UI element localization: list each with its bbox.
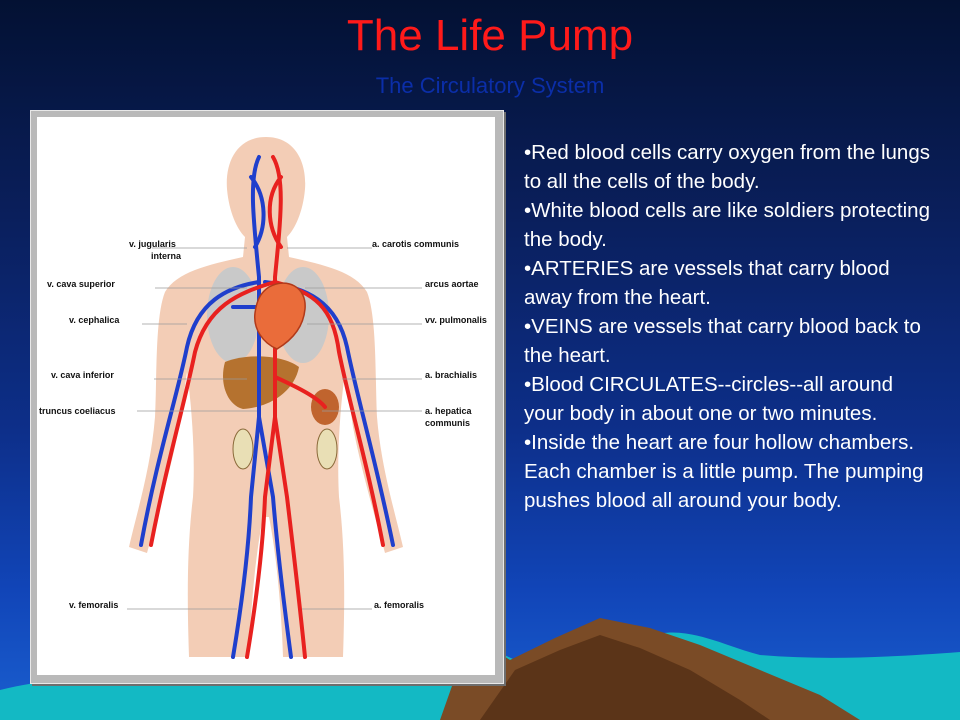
label-v-cephalica: v. cephalica: [69, 315, 120, 325]
bullet-item: •White blood cells are like soldiers pro…: [524, 199, 930, 251]
label-v-cava-inferior: v. cava inferior: [51, 370, 114, 380]
slide-subtitle: The Circulatory System: [375, 73, 605, 98]
label-a-brachialis: a. brachialis: [425, 370, 477, 380]
label-leader-lines: [127, 247, 422, 610]
label-a-femoralis: a. femoralis: [374, 600, 424, 610]
label-arcus-aortae: arcus aortae: [425, 279, 479, 289]
bullet-item: •VEINS are vessels that carry blood back…: [524, 315, 921, 367]
label-v-cava-superior: v. cava superior: [47, 279, 115, 289]
heart: [254, 282, 306, 350]
artery-network: [149, 155, 385, 659]
bullet-list: •Red blood cells carry oxygen from the l…: [524, 138, 934, 515]
circulatory-system-diagram: v. jugularis interna v. cava superior v.…: [37, 117, 495, 675]
left-kidney: [232, 428, 254, 470]
label-a-carotis-communis: a. carotis communis: [372, 239, 459, 249]
label-v-femoralis: v. femoralis: [69, 600, 118, 610]
label-vv-pulmonalis: vv. pulmonalis: [425, 315, 487, 325]
liver: [223, 356, 299, 409]
label-truncus-coeliacus: truncus coeliacus: [39, 406, 116, 416]
slide-title: The Life Pump: [346, 11, 634, 60]
label-interna: interna: [151, 251, 182, 261]
bullet-item: •ARTERIES are vessels that carry blood a…: [524, 257, 890, 309]
label-a-hepatica: a. hepatica: [425, 406, 473, 416]
right-kidney: [316, 428, 338, 470]
label-v-jugularis: v. jugularis: [129, 239, 176, 249]
label-communis: communis: [425, 418, 470, 428]
bullet-item: •Blood CIRCULATES--circles--all around y…: [524, 373, 894, 425]
bullet-item: •Inside the heart are four hollow chambe…: [524, 431, 924, 512]
bullet-item: •Red blood cells carry oxygen from the l…: [524, 141, 930, 193]
